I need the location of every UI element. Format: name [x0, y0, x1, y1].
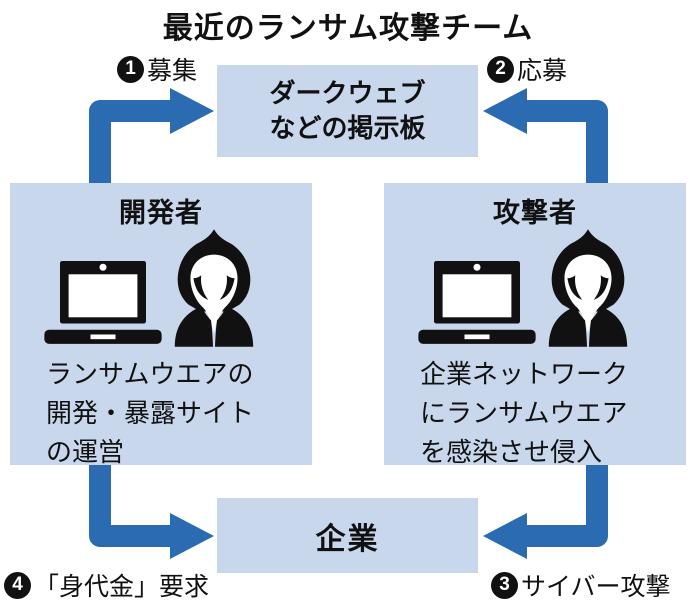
step-cyber-attack-label: サイバー攻撃	[521, 573, 671, 601]
step-ransom-demand-label: 「身代金」要求	[34, 573, 210, 601]
laptop-icon	[418, 261, 536, 344]
attacker-desc-line2: にランサムウエア	[420, 398, 628, 428]
darkweb-board-line1: ダークウェブ	[269, 78, 426, 108]
laptop-icon	[44, 261, 162, 344]
step-apply: 2 応募	[487, 51, 567, 87]
developer-description: ランサムウエアの 開発・暴露サイト の運営	[46, 355, 254, 472]
attacker-box: 攻撃者 企業ネットワーク にランサムウエア を感染させ侵入	[384, 183, 686, 467]
arrow-cyber-attack	[483, 458, 608, 559]
step-apply-label: 応募	[517, 57, 568, 85]
developer-box: 開発者 ランサムウエアの 開発・暴露サイト の運営	[10, 183, 312, 467]
step-recruit: 1 募集	[117, 51, 197, 87]
step-number-badge: 4	[4, 571, 31, 599]
step-recruit-label: 募集	[147, 57, 198, 85]
attacker-desc-line1: 企業ネットワーク	[420, 359, 629, 389]
developer-title: 開発者	[119, 198, 203, 228]
attacker-desc-line3: を感染させ侵入	[420, 437, 603, 467]
attacker-description: 企業ネットワーク にランサムウエア を感染させ侵入	[420, 355, 628, 472]
darkweb-board-line2: などの掲示板	[269, 113, 426, 143]
arrow-ransom-demand	[89, 458, 214, 559]
company-label: 企業	[315, 522, 380, 556]
attacker-title: 攻撃者	[493, 198, 577, 228]
step-cyber-attack: 3 サイバー攻撃	[491, 567, 671, 603]
darkweb-board-box: ダークウェブ などの掲示板	[217, 65, 478, 157]
developer-desc-line3: の運営	[46, 437, 125, 467]
diagram-title: 最近のランサム攻撃チーム	[162, 12, 534, 45]
developer-desc-line1: ランサムウエアの	[46, 359, 254, 389]
step-number-badge: 1	[117, 55, 144, 83]
step-ransom-demand: 4 「身代金」要求	[4, 567, 209, 603]
hooded-hacker-icon	[174, 229, 254, 347]
developer-desc-line2: 開発・暴露サイト	[46, 398, 255, 428]
arrow-recruit	[89, 88, 214, 192]
company-box: 企業	[217, 498, 478, 573]
hooded-hacker-icon	[548, 229, 628, 347]
step-number-badge: 2	[487, 55, 514, 83]
step-number-badge: 3	[491, 571, 518, 599]
arrow-apply	[483, 88, 608, 192]
